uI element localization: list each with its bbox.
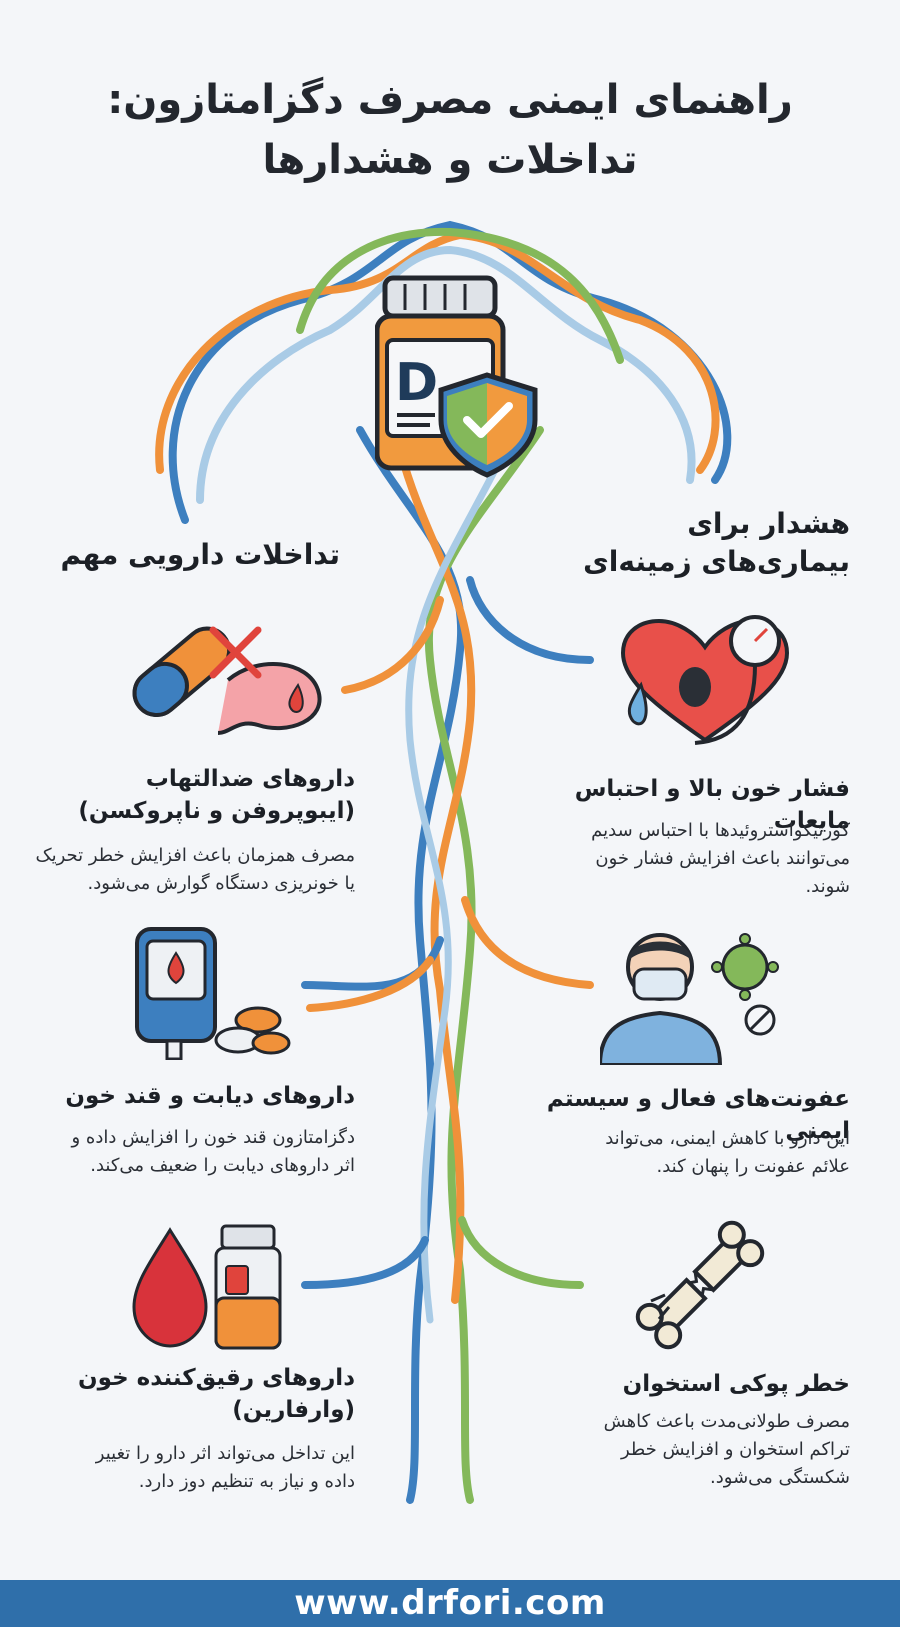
left-item-2-desc-line-1: دگزامتازون قند خون را افزایش داده و xyxy=(71,1127,355,1148)
left-item-1-title: داروهای ضدالتهاب (ایبوپروفن و ناپروکسن) xyxy=(25,763,355,827)
left-item-2-title: داروهای دیابت و قند خون xyxy=(65,1083,355,1109)
right-item-1-title: فشار خون بالا و احتباس مایعات xyxy=(574,776,850,834)
left-item-1-title-line-2: (ایبوپروفن و ناپروکسن) xyxy=(78,798,355,824)
right-item-3-desc: مصرف طولانی‌مدت باعث کاهش تراکم استخوان … xyxy=(520,1408,850,1492)
title-line-2: تداخلات و هشدارها xyxy=(262,137,638,183)
left-item-1-desc: مصرف همزمان باعث افزایش خطر تحریک یا خون… xyxy=(15,842,355,898)
left-item-3-desc-line-2: داده و نیاز به تنظیم دوز دارد. xyxy=(138,1471,355,1492)
left-item-2-desc-line-2: اثر داروهای دیابت را ضعیف می‌کند. xyxy=(90,1155,355,1176)
footer-url-bar: www.drfori.com xyxy=(0,1580,900,1627)
right-item-1-desc-line-3: شوند. xyxy=(805,876,850,897)
broken-bone-icon xyxy=(635,1220,765,1350)
right-item-1-desc-line-2: می‌توانند باعث افزایش فشار خون xyxy=(595,848,850,869)
right-item-3-desc-line-1: مصرف طولانی‌مدت باعث کاهش xyxy=(603,1411,850,1432)
left-item-3-title-line-2: (وارفارین) xyxy=(232,1397,355,1423)
right-item-1-desc-line-1: کورتیکواستروئیدها با احتباس سدیم xyxy=(591,820,850,841)
left-item-1-desc-line-2: یا خونریزی دستگاه گوارش می‌شود. xyxy=(87,873,355,894)
glucose-meter-icon xyxy=(135,927,291,1060)
right-item-2-title: عفونت‌های فعال و سیستم ایمنی xyxy=(546,1086,850,1144)
left-column-heading: تداخلات دارویی مهم xyxy=(60,538,340,571)
blood-drop-bottle-icon xyxy=(132,1224,282,1350)
title-line-1: راهنمای ایمنی مصرف دگزامتازون: xyxy=(107,77,793,123)
pill-stomach-icon xyxy=(132,626,322,735)
right-item-3-desc-line-2: تراکم استخوان و افزایش خطر xyxy=(620,1439,850,1460)
virus-mask-icon xyxy=(600,933,779,1065)
left-item-3-desc: این تداخل می‌تواند اثر دارو را تغییر داد… xyxy=(15,1440,355,1496)
right-item-2-desc: این دارو با کاهش ایمنی، می‌تواند علائم ع… xyxy=(520,1125,850,1181)
right-heading-line-1: هشدار برای xyxy=(687,507,850,540)
heart-pressure-icon xyxy=(620,615,790,745)
left-item-2-desc: دگزامتازون قند خون را افزایش داده و اثر … xyxy=(15,1124,355,1180)
right-item-1-desc: کورتیکواستروئیدها با احتباس سدیم می‌توان… xyxy=(520,817,850,901)
right-item-2-desc-line-2: علائم عفونت را پنهان کند. xyxy=(656,1156,851,1177)
footer-website-link[interactable]: www.drfori.com xyxy=(294,1583,606,1623)
right-item-3-desc-line-3: شکستگی می‌شود. xyxy=(710,1467,850,1488)
right-item-3-title: خطر پوکی استخوان xyxy=(622,1371,850,1397)
left-item-3-title-line-1: داروهای رقیق‌کننده خون xyxy=(78,1365,355,1391)
left-item-3-title: داروهای رقیق‌کننده خون (وارفارین) xyxy=(25,1362,355,1426)
medicine-bottle-shield-icon: D xyxy=(375,275,538,478)
page-title: راهنمای ایمنی مصرف دگزامتازون: تداخلات و… xyxy=(0,70,900,190)
right-heading-line-2: بیماری‌های زمینه‌ای xyxy=(583,545,850,578)
right-column-heading: هشدار برای بیماری‌های زمینه‌ای xyxy=(550,505,850,581)
left-item-3-desc-line-1: این تداخل می‌تواند اثر دارو را تغییر xyxy=(95,1443,355,1464)
left-item-1-desc-line-1: مصرف همزمان باعث افزایش خطر تحریک xyxy=(35,845,355,866)
left-item-1-title-line-1: داروهای ضدالتهاب xyxy=(145,766,355,792)
right-item-2-desc-line-1: این دارو با کاهش ایمنی، می‌تواند xyxy=(605,1128,850,1149)
bottle-label-text: D xyxy=(395,353,438,413)
